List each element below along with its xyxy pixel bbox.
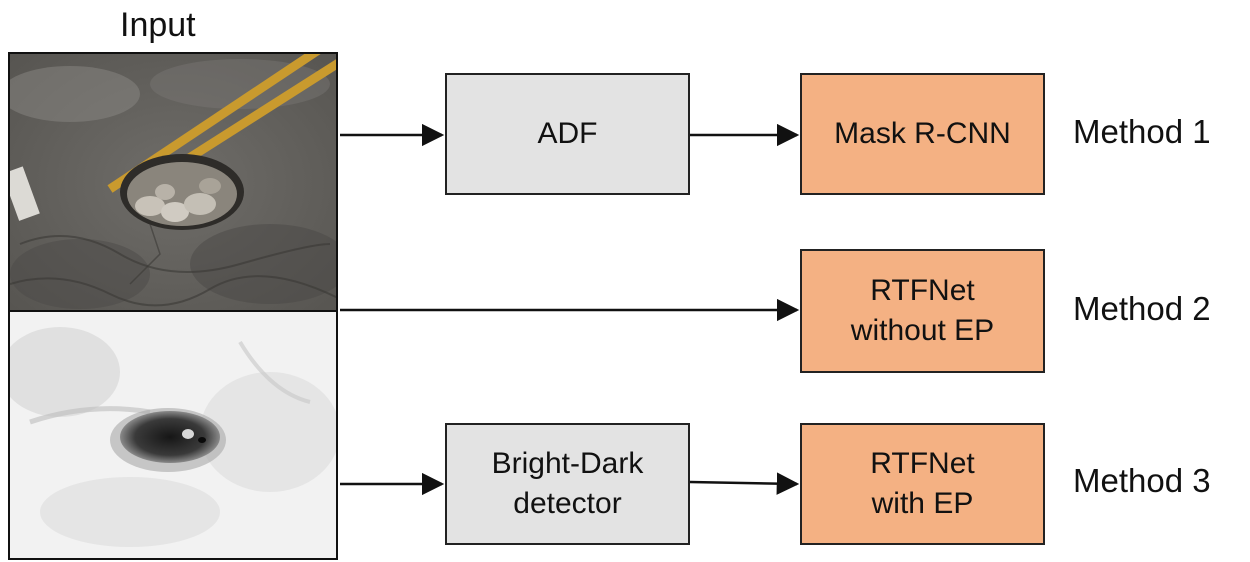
rtfnet-without-ep-block: RTFNet without EP	[800, 249, 1045, 373]
rgb-pothole-image	[8, 52, 338, 310]
rtfnet-with-ep-line2: with EP	[871, 487, 974, 520]
rtfnet-without-ep-line2: without EP	[850, 314, 995, 347]
adf-label: ADF	[537, 116, 598, 150]
method-1-label: Method 1	[1073, 113, 1211, 150]
thermal-pothole-image	[8, 310, 338, 560]
bright-dark-detector-block: Bright-Dark detector	[445, 423, 690, 545]
method-3-label: Method 3	[1073, 462, 1211, 499]
rtfnet-without-ep-line1: RTFNet	[870, 273, 975, 307]
bright-dark-line2: detector	[513, 487, 622, 520]
mask-rcnn-label: Mask R-CNN	[834, 116, 1011, 150]
adf-block: ADF	[445, 73, 690, 195]
bright-dark-line1: Bright-Dark	[491, 446, 644, 480]
rtfnet-with-ep-block: RTFNet with EP	[800, 423, 1045, 545]
rtfnet-with-ep-line1: RTFNet	[870, 446, 975, 480]
mask-rcnn-block: Mask R-CNN	[800, 73, 1045, 195]
arrow-bright-dark-to-rtfnet-with-ep	[689, 472, 800, 495]
input-title: Input	[120, 6, 196, 44]
method-2-label: Method 2	[1073, 290, 1211, 327]
